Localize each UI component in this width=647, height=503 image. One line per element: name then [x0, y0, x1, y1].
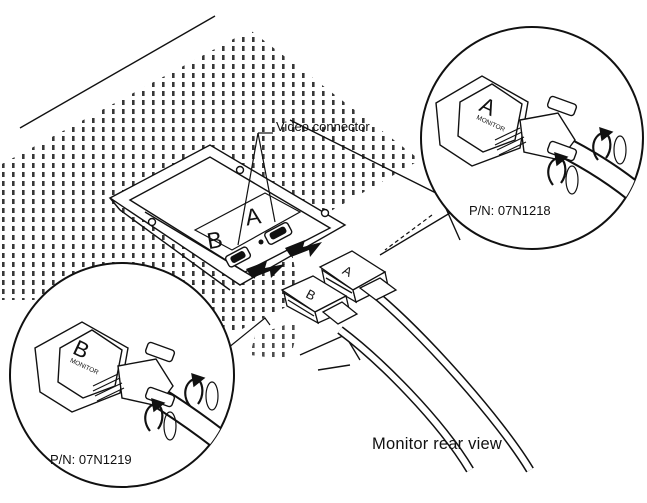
insert-arrow-a [285, 240, 322, 257]
part-number-a-label: P/N: 07N1218 [469, 203, 551, 218]
video-connector-label: Video connector [276, 119, 370, 134]
detail-circle-a: A MONITOR [420, 26, 644, 250]
insert-arrow-b [246, 261, 285, 278]
video-port-a [264, 221, 293, 245]
video-port-b [224, 246, 252, 268]
port-b-label: B [205, 226, 225, 254]
callout-line-b [227, 317, 271, 349]
connector-recess [108, 144, 347, 291]
view-caption: Monitor rear view [372, 435, 502, 453]
cable-a: A [318, 250, 534, 473]
cable-b: B [280, 275, 474, 473]
port-a-label: A [243, 202, 263, 230]
video-connector-leaders [237, 132, 276, 246]
part-number-b-label: P/N: 07N1219 [50, 452, 132, 467]
callout-line-a [384, 214, 433, 251]
detail-circle-b: B MONITOR [9, 262, 235, 488]
